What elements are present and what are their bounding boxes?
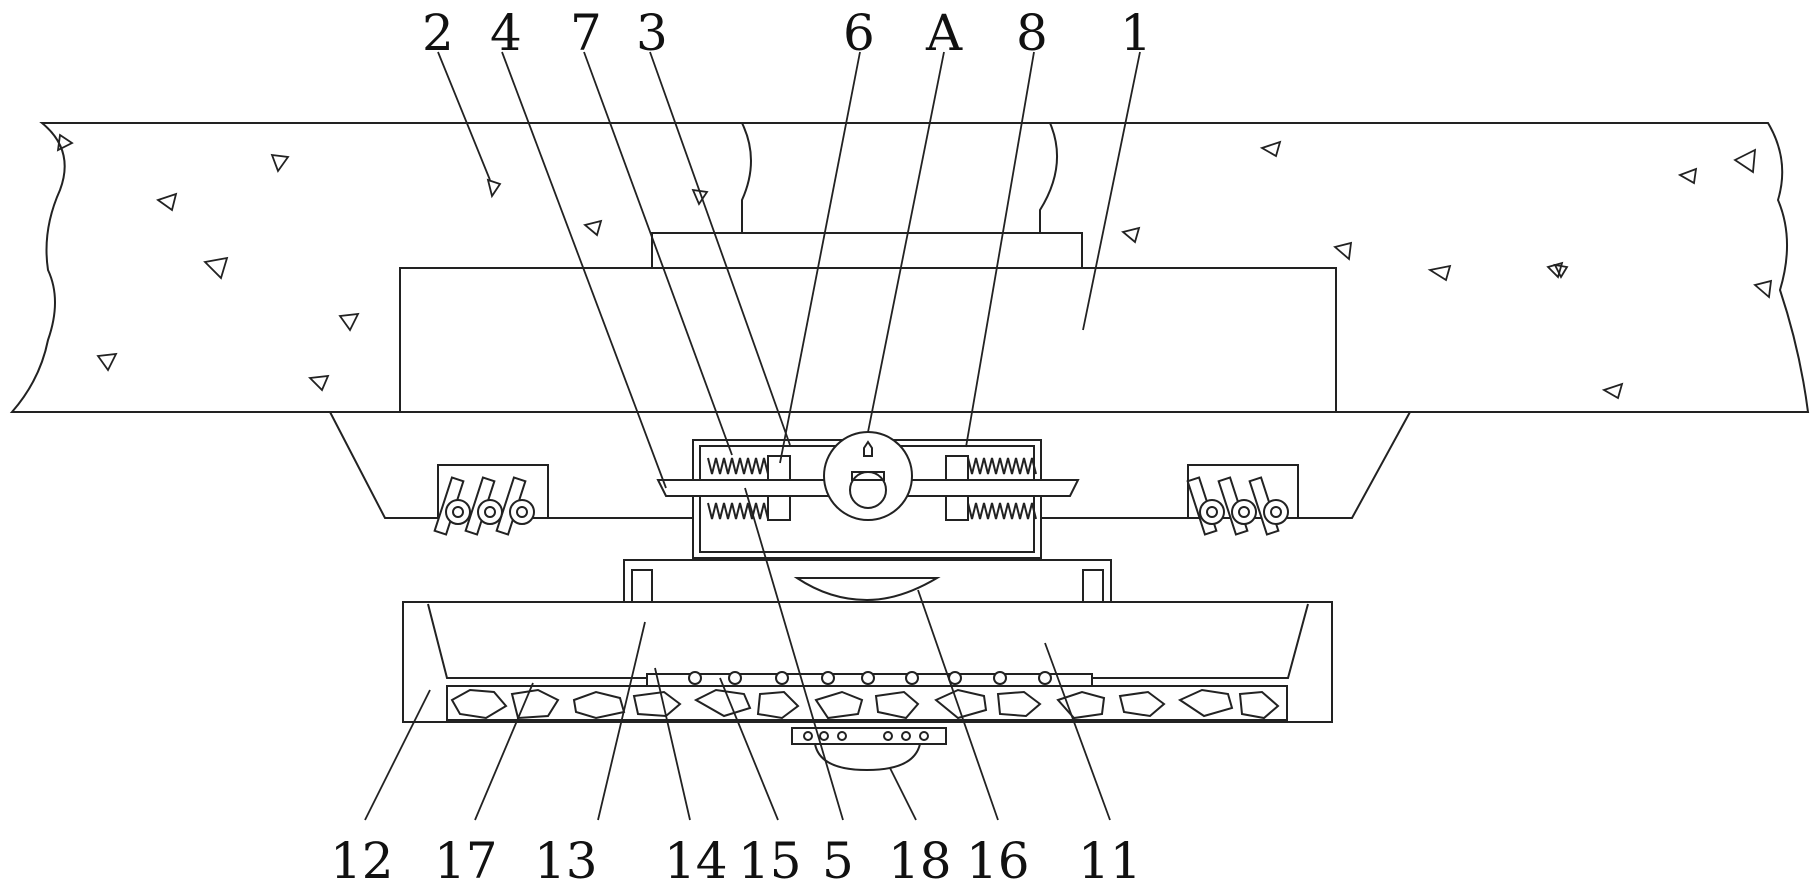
label-16: 16	[966, 832, 1030, 890]
label-13: 13	[534, 832, 598, 890]
lower-right-spring	[967, 502, 1037, 520]
label-15: 15	[738, 832, 802, 890]
label-A: A	[925, 4, 963, 62]
top-labels: 2 4 7 3 6 A 8 1	[422, 4, 1152, 62]
bottom-attachment	[791, 727, 947, 772]
upper-right-spring	[967, 457, 1037, 475]
right-fastener-group	[1186, 464, 1299, 536]
leader-lines-top	[437, 51, 1141, 489]
label-7: 7	[570, 4, 602, 62]
label-14: 14	[664, 832, 728, 890]
embedded-beam	[399, 122, 1337, 413]
label-3: 3	[636, 4, 668, 62]
label-5: 5	[822, 832, 854, 890]
label-6: 6	[843, 4, 875, 62]
basin	[402, 601, 1333, 723]
perforated-plate	[646, 671, 1093, 687]
label-18: 18	[888, 832, 952, 890]
left-fastener-group	[433, 464, 549, 536]
label-11: 11	[1078, 832, 1142, 890]
label-2: 2	[422, 4, 454, 62]
grout-layer	[328, 411, 1412, 519]
concrete-slab	[9, 122, 1810, 413]
leader-lines-bottom	[364, 487, 1111, 821]
bottom-labels: 12 17 13 14 15 5 18 16 11	[330, 832, 1142, 890]
label-4: 4	[490, 4, 522, 62]
label-8: 8	[1016, 4, 1048, 62]
label-1: 1	[1120, 4, 1152, 62]
label-12: 12	[330, 832, 394, 890]
clamp-housing	[656, 431, 1080, 559]
label-17: 17	[434, 832, 498, 890]
lower-left-spring	[707, 502, 777, 520]
upper-left-spring	[707, 457, 777, 475]
gravel-fill	[450, 688, 1280, 720]
